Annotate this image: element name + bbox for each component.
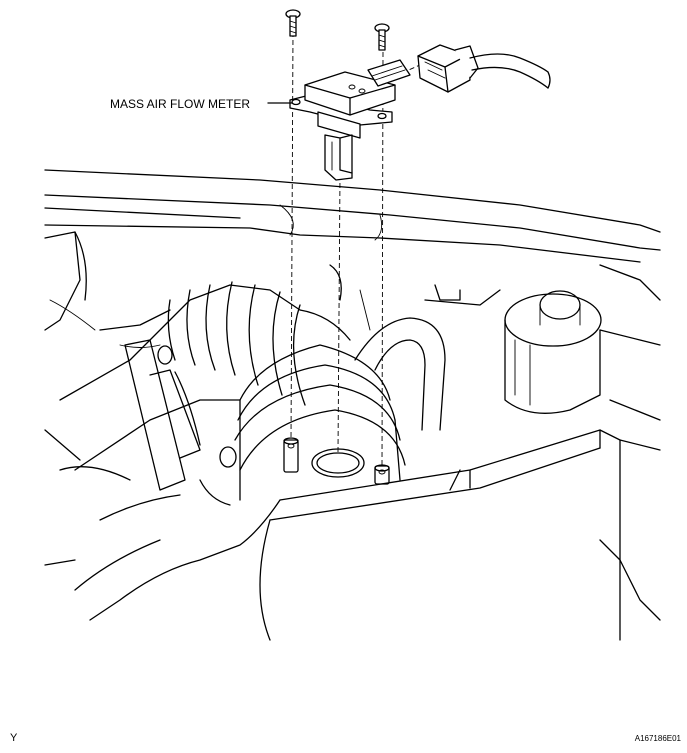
hose-clamp xyxy=(124,339,237,491)
right-fender xyxy=(599,264,661,621)
sensor-port xyxy=(311,448,365,478)
corner-label-left: Y xyxy=(10,732,18,744)
callout-label: MASS AIR FLOW METER xyxy=(110,97,250,111)
left-duct xyxy=(44,429,281,621)
foreground-box xyxy=(259,429,621,641)
figure-id: A167186E01 xyxy=(635,734,682,743)
screw-boss-left xyxy=(283,437,299,473)
mass-air-flow-meter xyxy=(289,59,411,181)
cowl-panel xyxy=(44,169,661,263)
screw-left xyxy=(285,9,301,37)
hose-loop xyxy=(329,264,501,431)
screw-right xyxy=(374,23,390,51)
screw-boss-right xyxy=(374,464,390,485)
air-cleaner-housing xyxy=(234,309,406,501)
reservoir-cap xyxy=(504,290,602,414)
harness-connector xyxy=(417,44,551,93)
left-fender xyxy=(44,231,96,331)
intake-pipe xyxy=(59,281,306,471)
